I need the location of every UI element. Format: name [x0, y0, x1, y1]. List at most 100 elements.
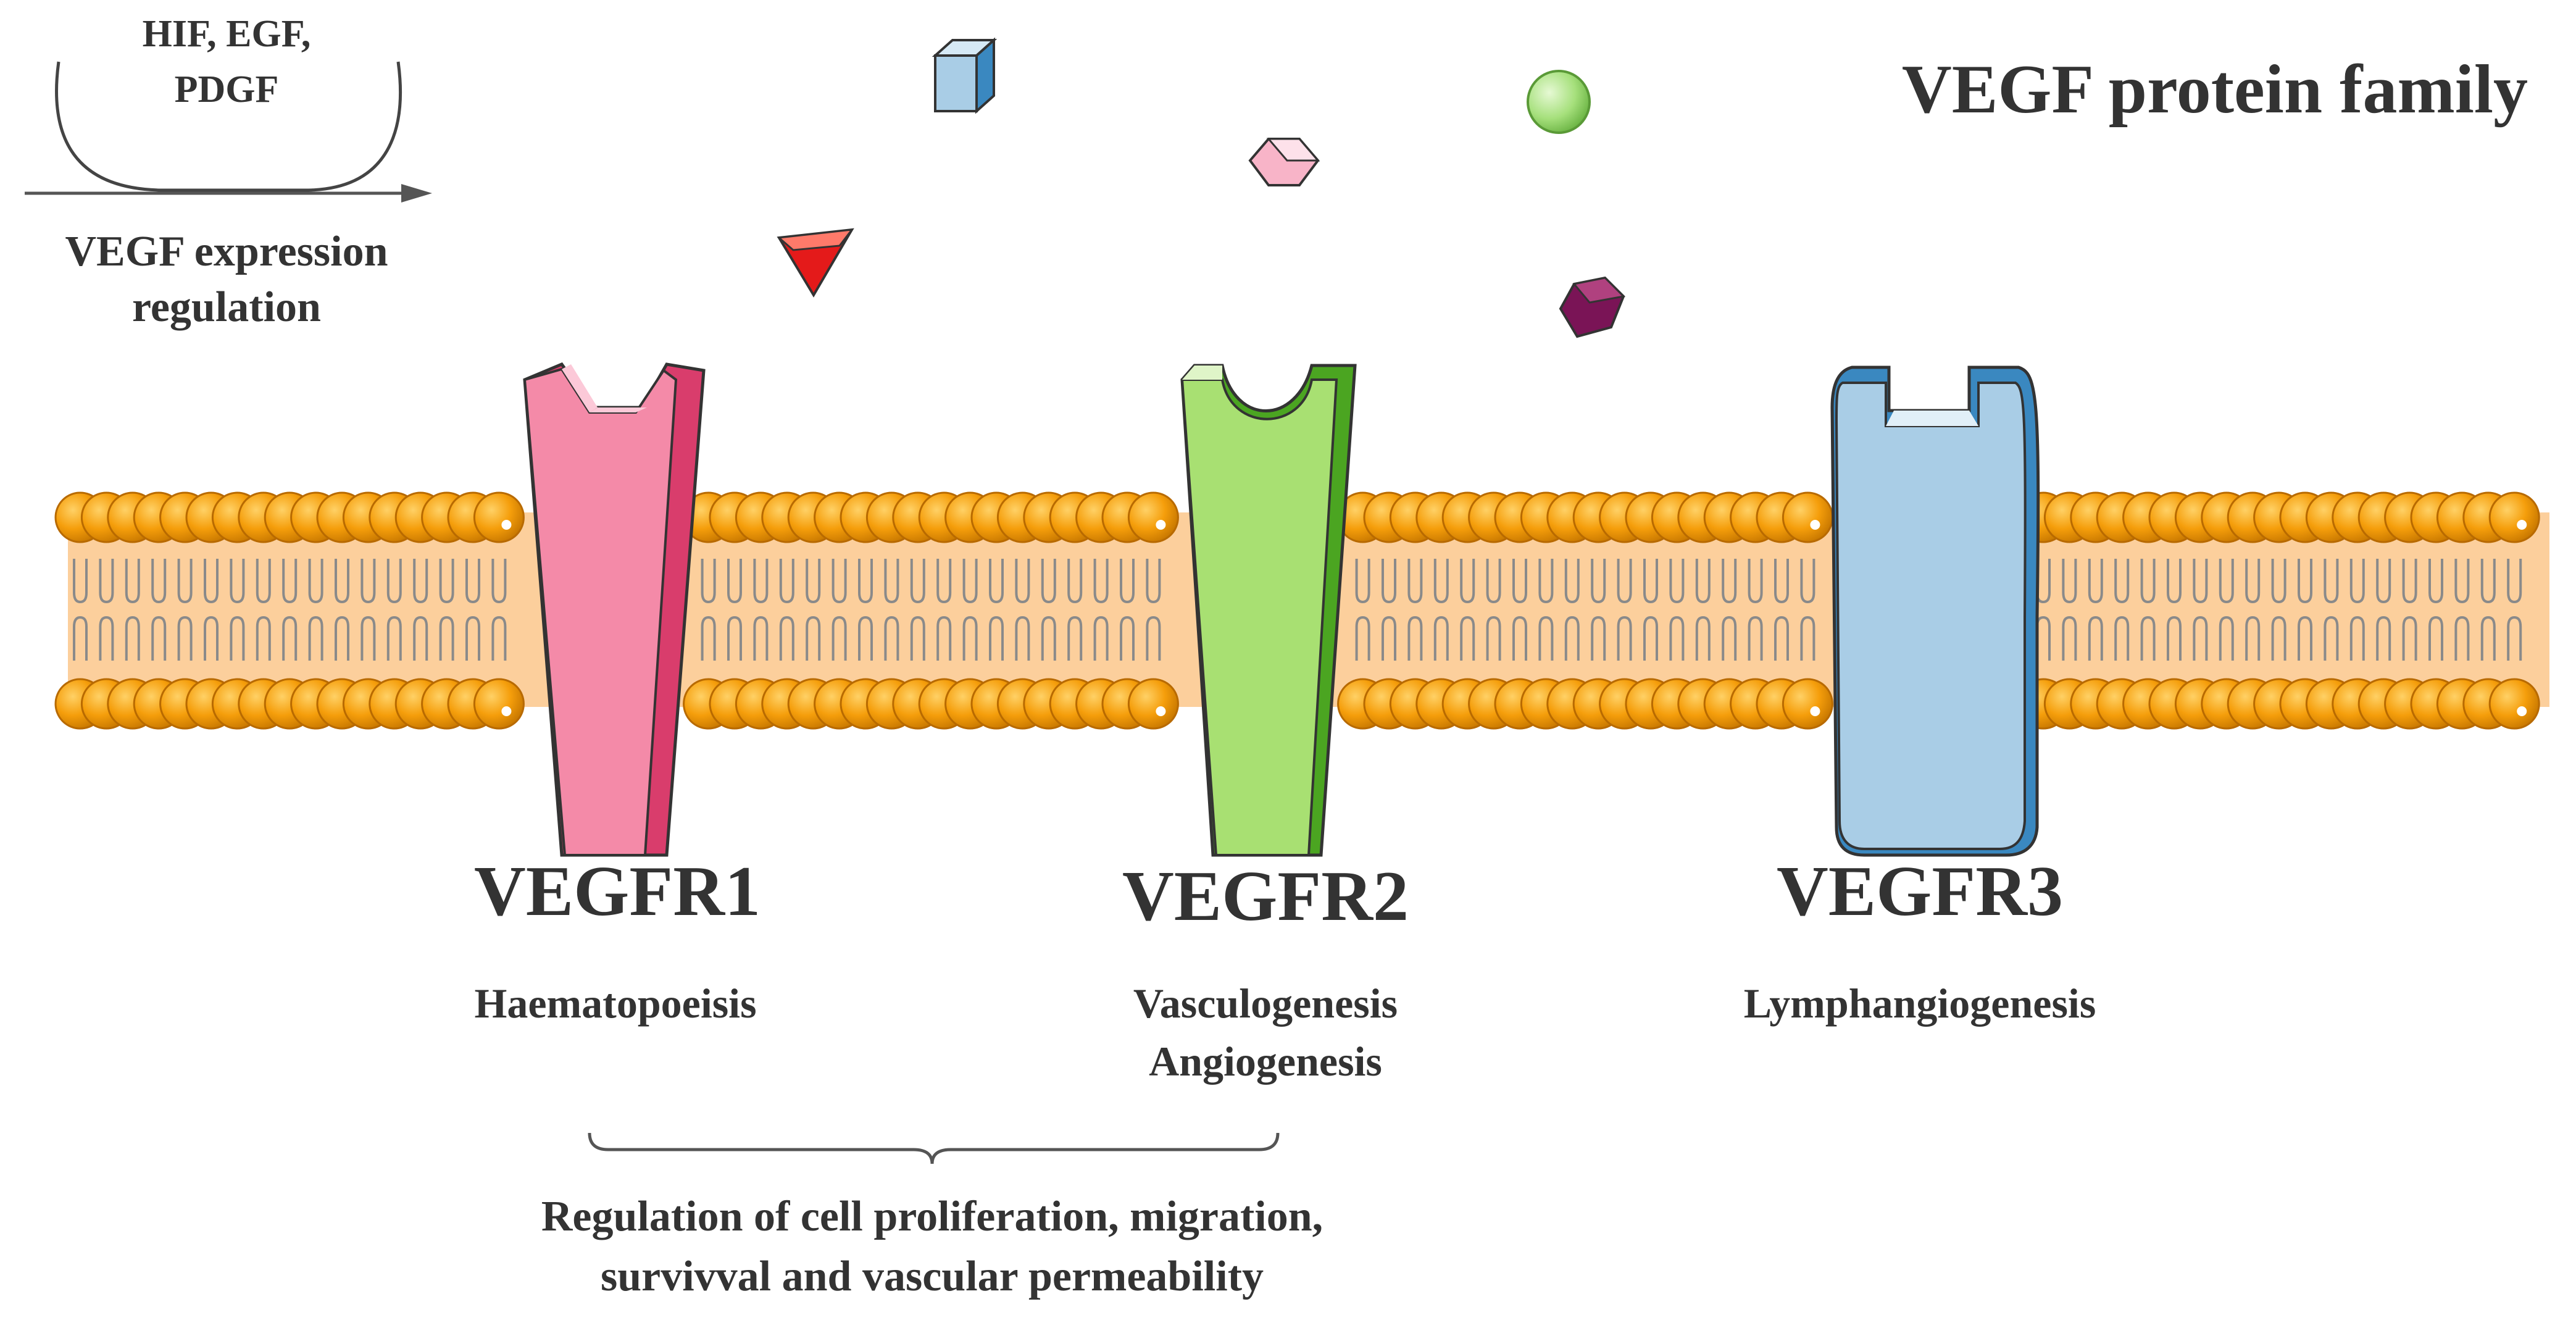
lipid-tail	[1355, 559, 1370, 604]
lipid-tail	[335, 616, 349, 661]
lipid-tail	[1407, 559, 1423, 604]
lipid-tail	[2402, 559, 2417, 604]
regulation-arrow-head	[401, 184, 432, 203]
lipid-tail	[884, 559, 899, 604]
lipid-tail	[125, 559, 140, 604]
lipid-tail	[832, 616, 847, 661]
lipid-head-highlight	[1810, 706, 1820, 716]
lipid-tail	[1800, 559, 1815, 604]
lipid-tail	[1015, 559, 1030, 604]
lipid-tail	[177, 559, 193, 604]
lipid-head-highlight	[1810, 520, 1820, 530]
lipid-heads	[54, 491, 2540, 730]
lipid-tail	[2114, 559, 2130, 604]
lipid-head	[473, 678, 525, 730]
lipid-tail	[2167, 559, 2182, 604]
lipid-tail	[2428, 559, 2443, 604]
lipid-tail	[1041, 616, 1056, 661]
lipid-tail	[256, 616, 271, 661]
lipid-tail	[1617, 559, 1632, 604]
lipid-head	[2488, 491, 2540, 543]
lipid-tail	[2193, 616, 2208, 661]
lipid-tail	[308, 616, 323, 661]
lipid-tail	[1695, 616, 1711, 661]
lipid-tail	[1486, 559, 1501, 604]
lipid-tail	[701, 559, 716, 604]
red-triangle-icon	[777, 228, 854, 298]
lipid-tail	[1538, 559, 1554, 604]
receptor-function-vegfr2-line2: Angiogenesis	[1149, 1038, 1382, 1085]
lipid-tail	[858, 559, 873, 604]
lipid-tail	[1695, 559, 1711, 604]
receptor-function-vegfr3: Lymphangiogenesis	[1744, 980, 2096, 1027]
lipid-tail	[989, 616, 1004, 661]
lipid-head-highlight	[1156, 706, 1166, 716]
lipid-tail	[832, 559, 847, 604]
lipid-head	[1782, 678, 1833, 730]
lipid-tail	[1538, 616, 1554, 661]
lipid-tail	[910, 559, 925, 604]
lipid-tail	[230, 616, 245, 661]
lipid-tail	[2507, 559, 2522, 604]
lipid-tail	[2088, 616, 2103, 661]
lipid-tail	[2167, 616, 2182, 661]
receptor-name-vegfr2: VEGFR2	[1122, 857, 1409, 936]
lipid-tail	[962, 616, 978, 661]
lipid-tail	[2140, 616, 2156, 661]
lipid-tail	[1643, 616, 1658, 661]
lipid-tail	[99, 616, 114, 661]
lipid-tail	[962, 559, 978, 604]
lipid-tail	[204, 616, 219, 661]
lipid-tail	[99, 559, 114, 604]
lipid-tail	[1512, 559, 1527, 604]
lipid-tail	[1015, 616, 1030, 661]
lipid-tail	[753, 616, 769, 661]
regulation-factors-line2: PDGF	[175, 69, 279, 111]
lipid-tail	[2219, 616, 2234, 661]
lipid-tail	[465, 559, 480, 604]
lipid-tail	[73, 616, 88, 661]
lipid-tail	[2114, 616, 2130, 661]
lipid-tail	[701, 616, 716, 661]
lipid-tail	[1433, 616, 1449, 661]
lipid-tail	[727, 559, 742, 604]
lipid-tail	[2193, 559, 2208, 604]
lipid-tail	[2454, 559, 2470, 604]
lipid-head	[1127, 491, 1179, 543]
lipid-tail	[1669, 559, 1685, 604]
lipid-tail	[151, 559, 167, 604]
lipid-tail	[413, 559, 428, 604]
pink-hexagon-icon	[1248, 138, 1320, 186]
lipid-tail	[2324, 559, 2339, 604]
vegfr2-receptor	[1180, 364, 1357, 857]
lipid-tail	[1643, 559, 1658, 604]
lipid-tail	[386, 559, 402, 604]
lipid-tail	[1382, 559, 1396, 604]
lipid-tail	[1433, 559, 1449, 604]
lipid-tail	[806, 559, 821, 604]
lipid-tail	[1120, 616, 1135, 661]
lipid-tail	[936, 616, 952, 661]
lipid-head	[2488, 678, 2540, 730]
lipid-tail	[1512, 616, 1527, 661]
lipid-tail	[1564, 616, 1580, 661]
lipid-tail	[1774, 559, 1789, 604]
lipid-tail	[1486, 616, 1501, 661]
lipid-tail	[282, 616, 298, 661]
lipid-tail	[1669, 616, 1685, 661]
lipid-tail	[2428, 616, 2443, 661]
lipid-tail	[230, 559, 245, 604]
lipid-tail	[282, 559, 298, 604]
lipid-tail	[2376, 559, 2391, 604]
lipid-tail	[753, 559, 769, 604]
lipid-tail	[2062, 616, 2077, 661]
green-sphere-icon	[1527, 70, 1591, 134]
lipid-tail	[335, 559, 349, 604]
shared-effect-line2: survivval and vascular permeability	[601, 1253, 1264, 1300]
lipid-tail	[1564, 559, 1580, 604]
diagram-title: VEGF protein family	[1902, 51, 2528, 128]
lipid-tail	[1067, 559, 1083, 604]
lipid-tail	[361, 559, 376, 604]
lipid-tail	[151, 616, 167, 661]
